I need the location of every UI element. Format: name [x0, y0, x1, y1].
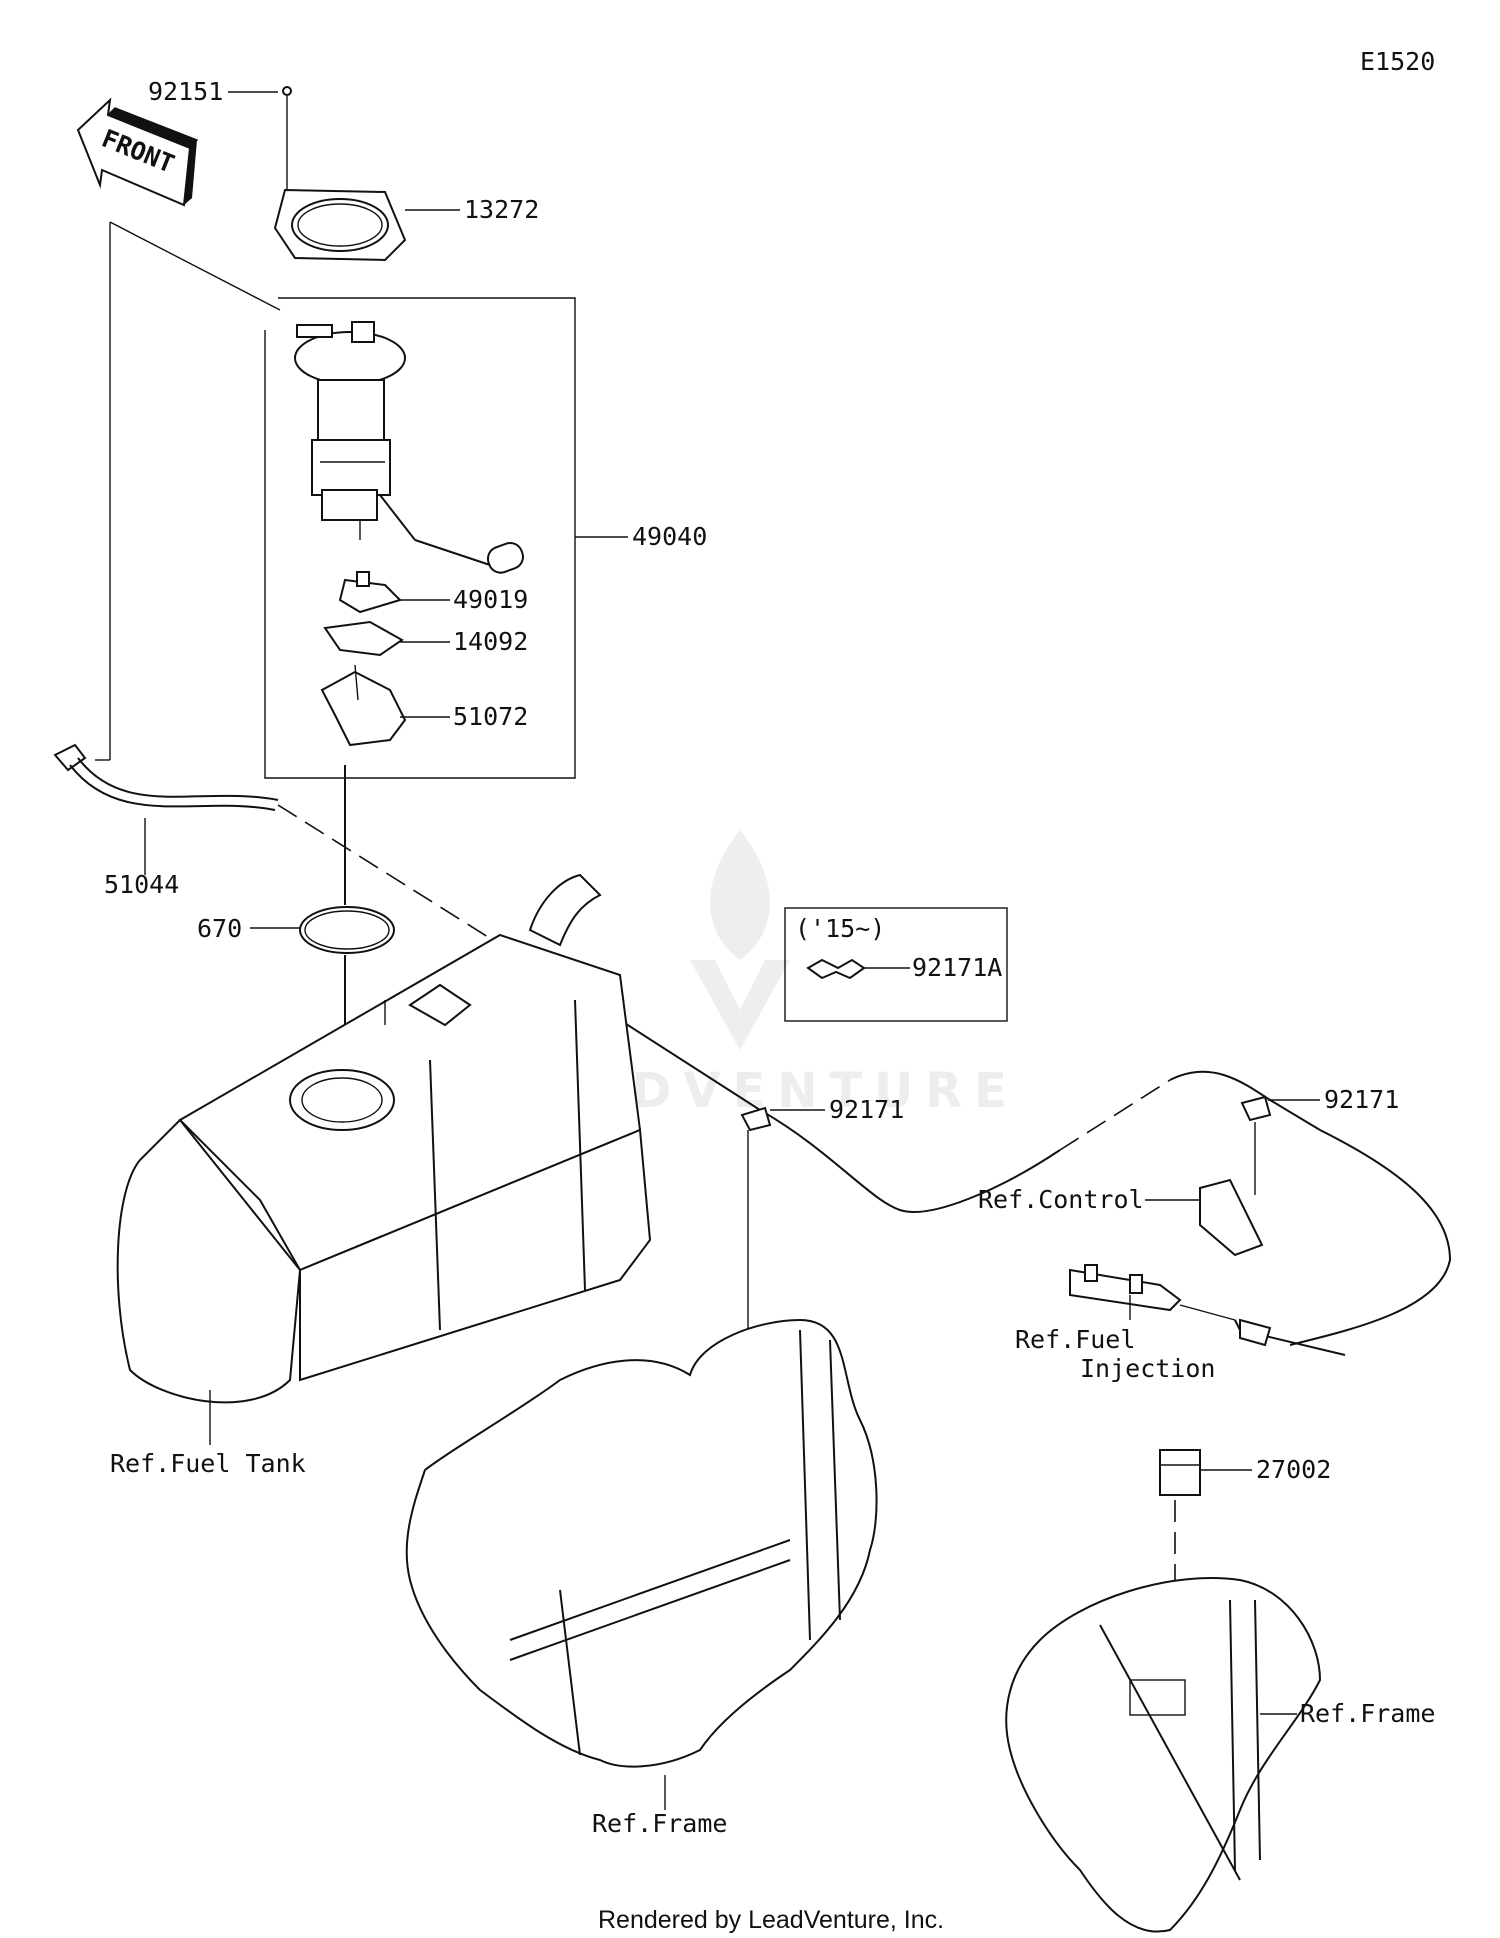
callout-14092: 14092	[453, 627, 528, 656]
inset-box: ('15~) 92171A	[784, 907, 1008, 1022]
front-arrow-icon: FRONT	[76, 97, 199, 207]
ref-control: Ref.Control	[978, 1185, 1144, 1214]
ref-fuel-injection-line1: Ref.Fuel	[1015, 1325, 1135, 1354]
callout-92171-b: 92171	[1324, 1085, 1399, 1114]
ref-frame-right: Ref.Frame	[1300, 1699, 1435, 1728]
o-ring-670: 670	[197, 906, 395, 954]
diagram-id: E1520	[1360, 47, 1435, 76]
control-bracket: Ref.Control	[978, 1178, 1264, 1257]
hose-51044: 51044	[53, 743, 279, 899]
callout-49019: 49019	[453, 585, 528, 614]
pump-assembly-bracket: 49040	[264, 297, 707, 779]
part-51072: 51072	[320, 664, 528, 747]
ref-fuel-injection-line2: Injection	[1080, 1354, 1215, 1383]
callout-92171-a: 92171	[829, 1095, 904, 1124]
footer-credit: Rendered by LeadVenture, Inc.	[598, 1906, 944, 1934]
callout-92151: 92151	[148, 77, 223, 106]
relay-27002: 27002	[1159, 1449, 1331, 1620]
callout-51044: 51044	[104, 870, 179, 899]
callout-13272: 13272	[464, 195, 539, 224]
part-14092: 14092	[323, 620, 528, 657]
gasket-13272: 13272	[273, 188, 539, 262]
fuel-injection-rail: Ref.Fuel Injection	[1015, 1264, 1346, 1383]
callout-92171A: 92171A	[912, 953, 1002, 982]
fuel-tank: Ref.Fuel Tank	[110, 873, 652, 1478]
frame-right: Ref.Frame	[1005, 1577, 1435, 1933]
callout-49040: 49040	[632, 522, 707, 551]
callout-670: 670	[197, 914, 242, 943]
inset-title: ('15~)	[795, 914, 885, 943]
screw-92151: 92151	[148, 77, 292, 190]
frame-center: Ref.Frame	[405, 1318, 878, 1838]
ref-fuel-tank: Ref.Fuel Tank	[110, 1449, 306, 1478]
callout-51072: 51072	[453, 702, 528, 731]
ref-frame-center: Ref.Frame	[592, 1809, 727, 1838]
callout-27002: 27002	[1256, 1455, 1331, 1484]
filter-49019: 49019	[338, 571, 528, 614]
fuel-pump	[294, 321, 524, 574]
clip-92171-right: 92171	[1240, 1085, 1399, 1195]
